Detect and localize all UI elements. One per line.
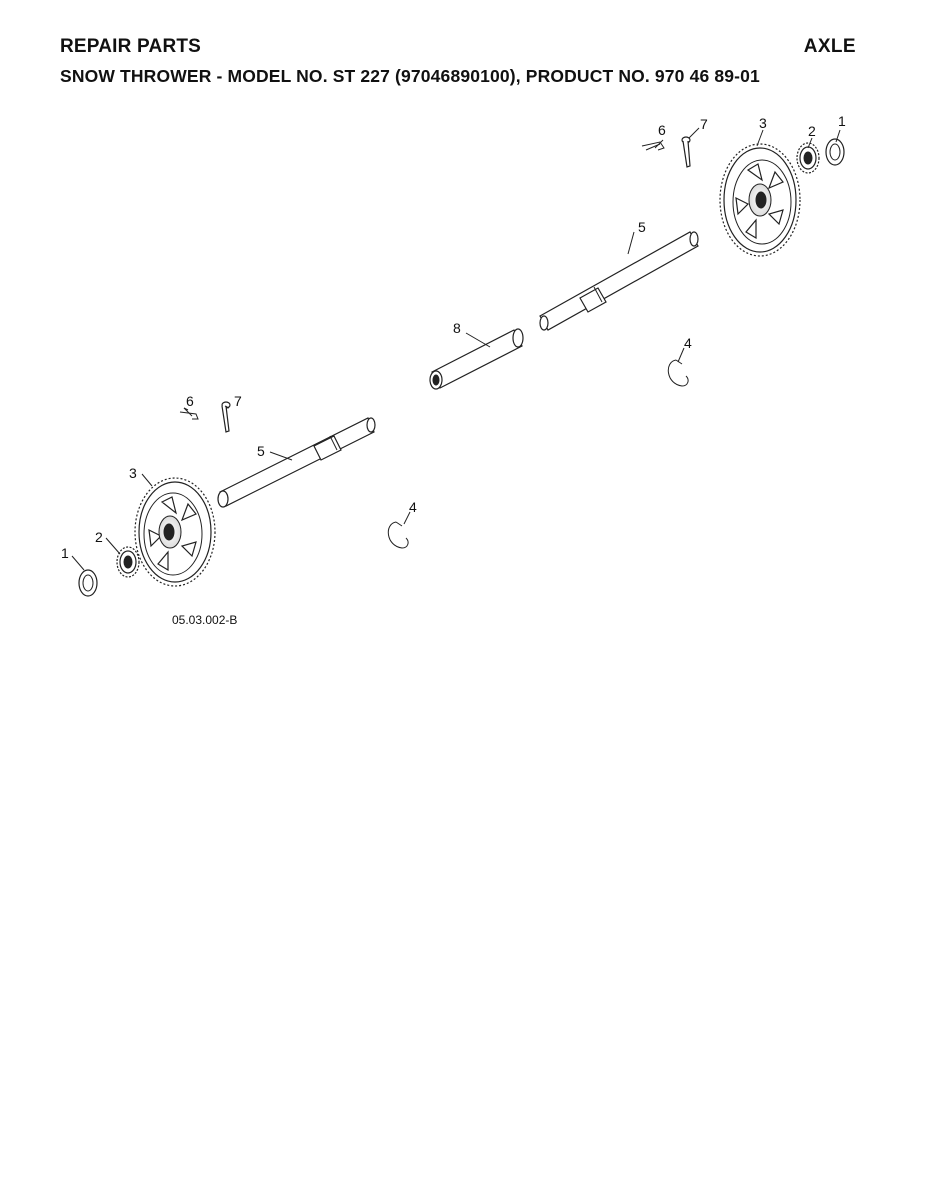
left-gear xyxy=(134,477,216,587)
callout-left-2: 2 xyxy=(95,529,103,545)
callout-center-8: 8 xyxy=(453,320,461,336)
callout-right-6: 6 xyxy=(658,122,666,138)
callout-right-3: 3 xyxy=(759,115,767,131)
right-pinion xyxy=(796,142,820,174)
leader-lines xyxy=(71,127,841,571)
section-title: REPAIR PARTS xyxy=(60,36,202,57)
center-spacer-tube xyxy=(429,328,524,390)
callout-right-7: 7 xyxy=(700,116,708,132)
figure-reference: 05.03.002-B xyxy=(172,613,237,627)
right-washer xyxy=(825,138,845,166)
axle-exploded-diagram: 6 7 3 2 1 5 8 4 6 7 5 3 4 2 1 05.03.002-… xyxy=(61,113,846,627)
callout-left-6: 6 xyxy=(186,393,194,409)
callout-left-7: 7 xyxy=(234,393,242,409)
callout-right-1: 1 xyxy=(838,113,846,129)
right-axle-shaft xyxy=(539,231,699,331)
left-axle-shaft xyxy=(217,417,376,508)
callout-left-3: 3 xyxy=(129,465,137,481)
assembly-title: AXLE xyxy=(803,36,856,57)
left-pinion xyxy=(116,546,140,578)
left-washer xyxy=(78,569,98,597)
right-retaining-clip xyxy=(667,359,689,387)
right-hairpin-pin xyxy=(641,141,665,151)
callout-right-2: 2 xyxy=(808,123,816,139)
right-clevis-pin xyxy=(681,136,691,168)
callout-right-5: 5 xyxy=(638,219,646,235)
left-clevis-pin xyxy=(221,401,231,433)
left-hairpin-pin xyxy=(179,407,199,420)
callout-left-4: 4 xyxy=(409,499,417,515)
callout-right-4: 4 xyxy=(684,335,692,351)
callout-left-5: 5 xyxy=(257,443,265,459)
model-subtitle: SNOW THROWER - MODEL NO. ST 227 (9704689… xyxy=(60,66,760,86)
right-gear xyxy=(719,143,801,257)
callout-left-1: 1 xyxy=(61,545,69,561)
left-retaining-clip xyxy=(387,521,409,549)
